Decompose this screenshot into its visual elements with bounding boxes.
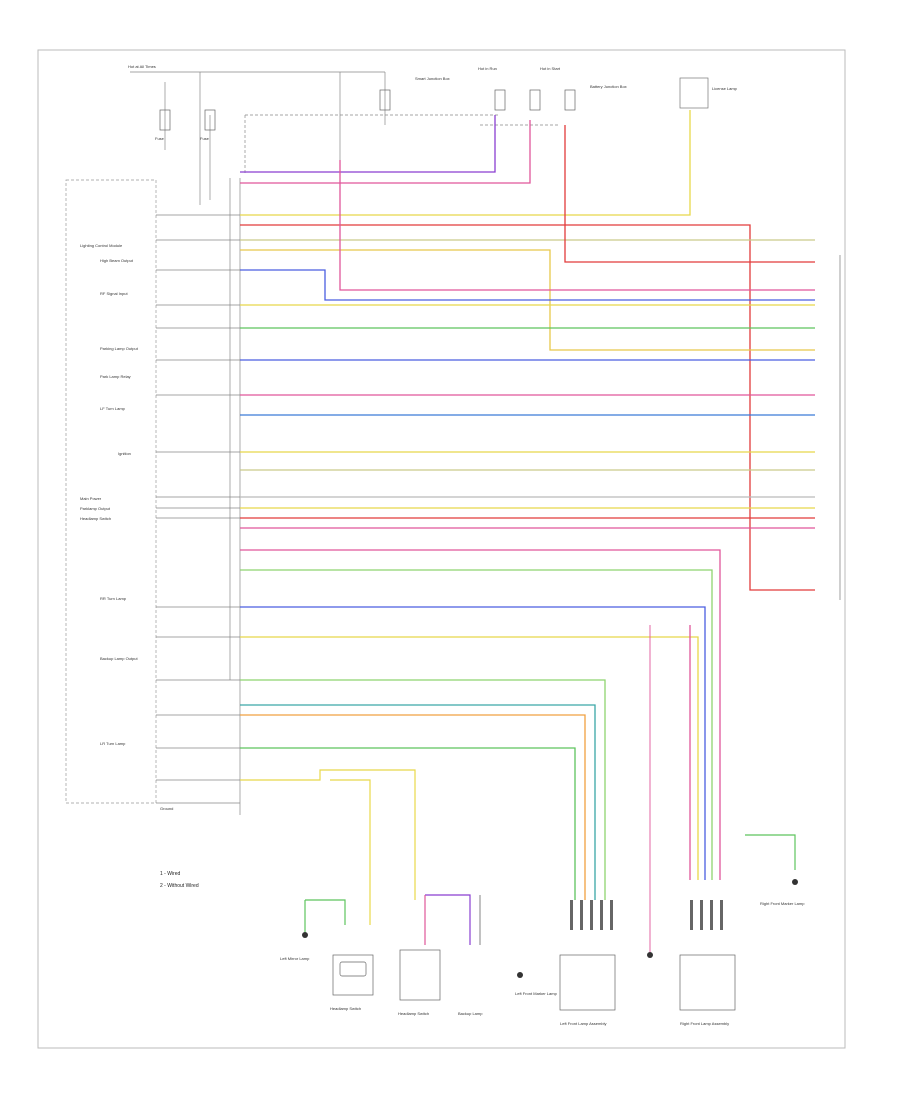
- module-labels: Lighting Control Module High Beam Output…: [80, 243, 173, 811]
- component-label: Fuse: [155, 136, 165, 141]
- component-label: Headlamp Switch: [330, 1006, 361, 1011]
- module-label: Lighting Control Module: [80, 243, 123, 248]
- component-label: Smart Junction Box: [415, 76, 450, 81]
- fuse-symbols: [159, 89, 576, 131]
- module-label: Ignition: [118, 451, 131, 456]
- component-label: Left Mirror Lamp: [280, 956, 310, 961]
- module-label: RR Turn Lamp: [100, 596, 127, 601]
- component-label: Left Front Lamp Assembly: [560, 1021, 606, 1026]
- right-front-lamp-assembly: [679, 954, 736, 1011]
- lighting-control-module: [65, 179, 157, 804]
- module-label: RF Signal Input: [100, 291, 128, 296]
- module-label: High Beam Output: [100, 258, 134, 263]
- diagram-frame: [37, 49, 846, 1049]
- component-label: License Lamp: [712, 86, 738, 91]
- module-label: LF Turn Lamp: [100, 406, 126, 411]
- component-label: Left Front Marker Lamp: [515, 991, 558, 996]
- component-label: Hot at All Times: [128, 64, 156, 69]
- module-label: Ground: [160, 806, 173, 811]
- component-label: Right Front Lamp Assembly: [680, 1021, 729, 1026]
- module-label: Park Lamp Relay: [100, 374, 131, 379]
- component-label: Hot in Run: [478, 66, 497, 71]
- bottom-components: [332, 949, 736, 1011]
- component-label: Hot in Start: [540, 66, 561, 71]
- component-labels: Hot at All Times Fuse Fuse Smart Junctio…: [128, 64, 805, 1026]
- legend-item: 1 - Wired: [160, 871, 181, 877]
- power-feeds: [130, 71, 560, 205]
- lower-wires: [240, 769, 796, 945]
- headlamp-switch-box: [332, 954, 374, 996]
- left-front-lamp-assembly: [559, 954, 616, 1011]
- module-label: Headlamp Switch: [80, 516, 111, 521]
- module-label: Backup Lamp Output: [100, 656, 138, 661]
- component-label: Right Front Marker Lamp: [760, 901, 805, 906]
- component-label: Battery Junction Box: [590, 84, 627, 89]
- component-label: Fuse: [200, 136, 210, 141]
- legend-item: 2 - Without Wired: [160, 883, 199, 889]
- headlamp-switch-box: [399, 949, 441, 1001]
- module-label: LR Turn Lamp: [100, 741, 126, 746]
- component-label: Backup Lamp: [458, 1011, 483, 1016]
- module-pins: [156, 214, 240, 804]
- module-label: Main Power: [80, 496, 102, 501]
- legend: 1 - Wired 2 - Without Wired: [160, 871, 199, 889]
- ground-points: [302, 879, 798, 978]
- wire-harness: [240, 110, 815, 955]
- component-label: Headlamp Switch: [398, 1011, 429, 1016]
- module-label: Parking Lamp Output: [100, 346, 139, 351]
- license-lamp-box: [679, 77, 709, 109]
- connector-pins: [570, 900, 723, 930]
- module-label: Parklamp Output: [80, 506, 111, 511]
